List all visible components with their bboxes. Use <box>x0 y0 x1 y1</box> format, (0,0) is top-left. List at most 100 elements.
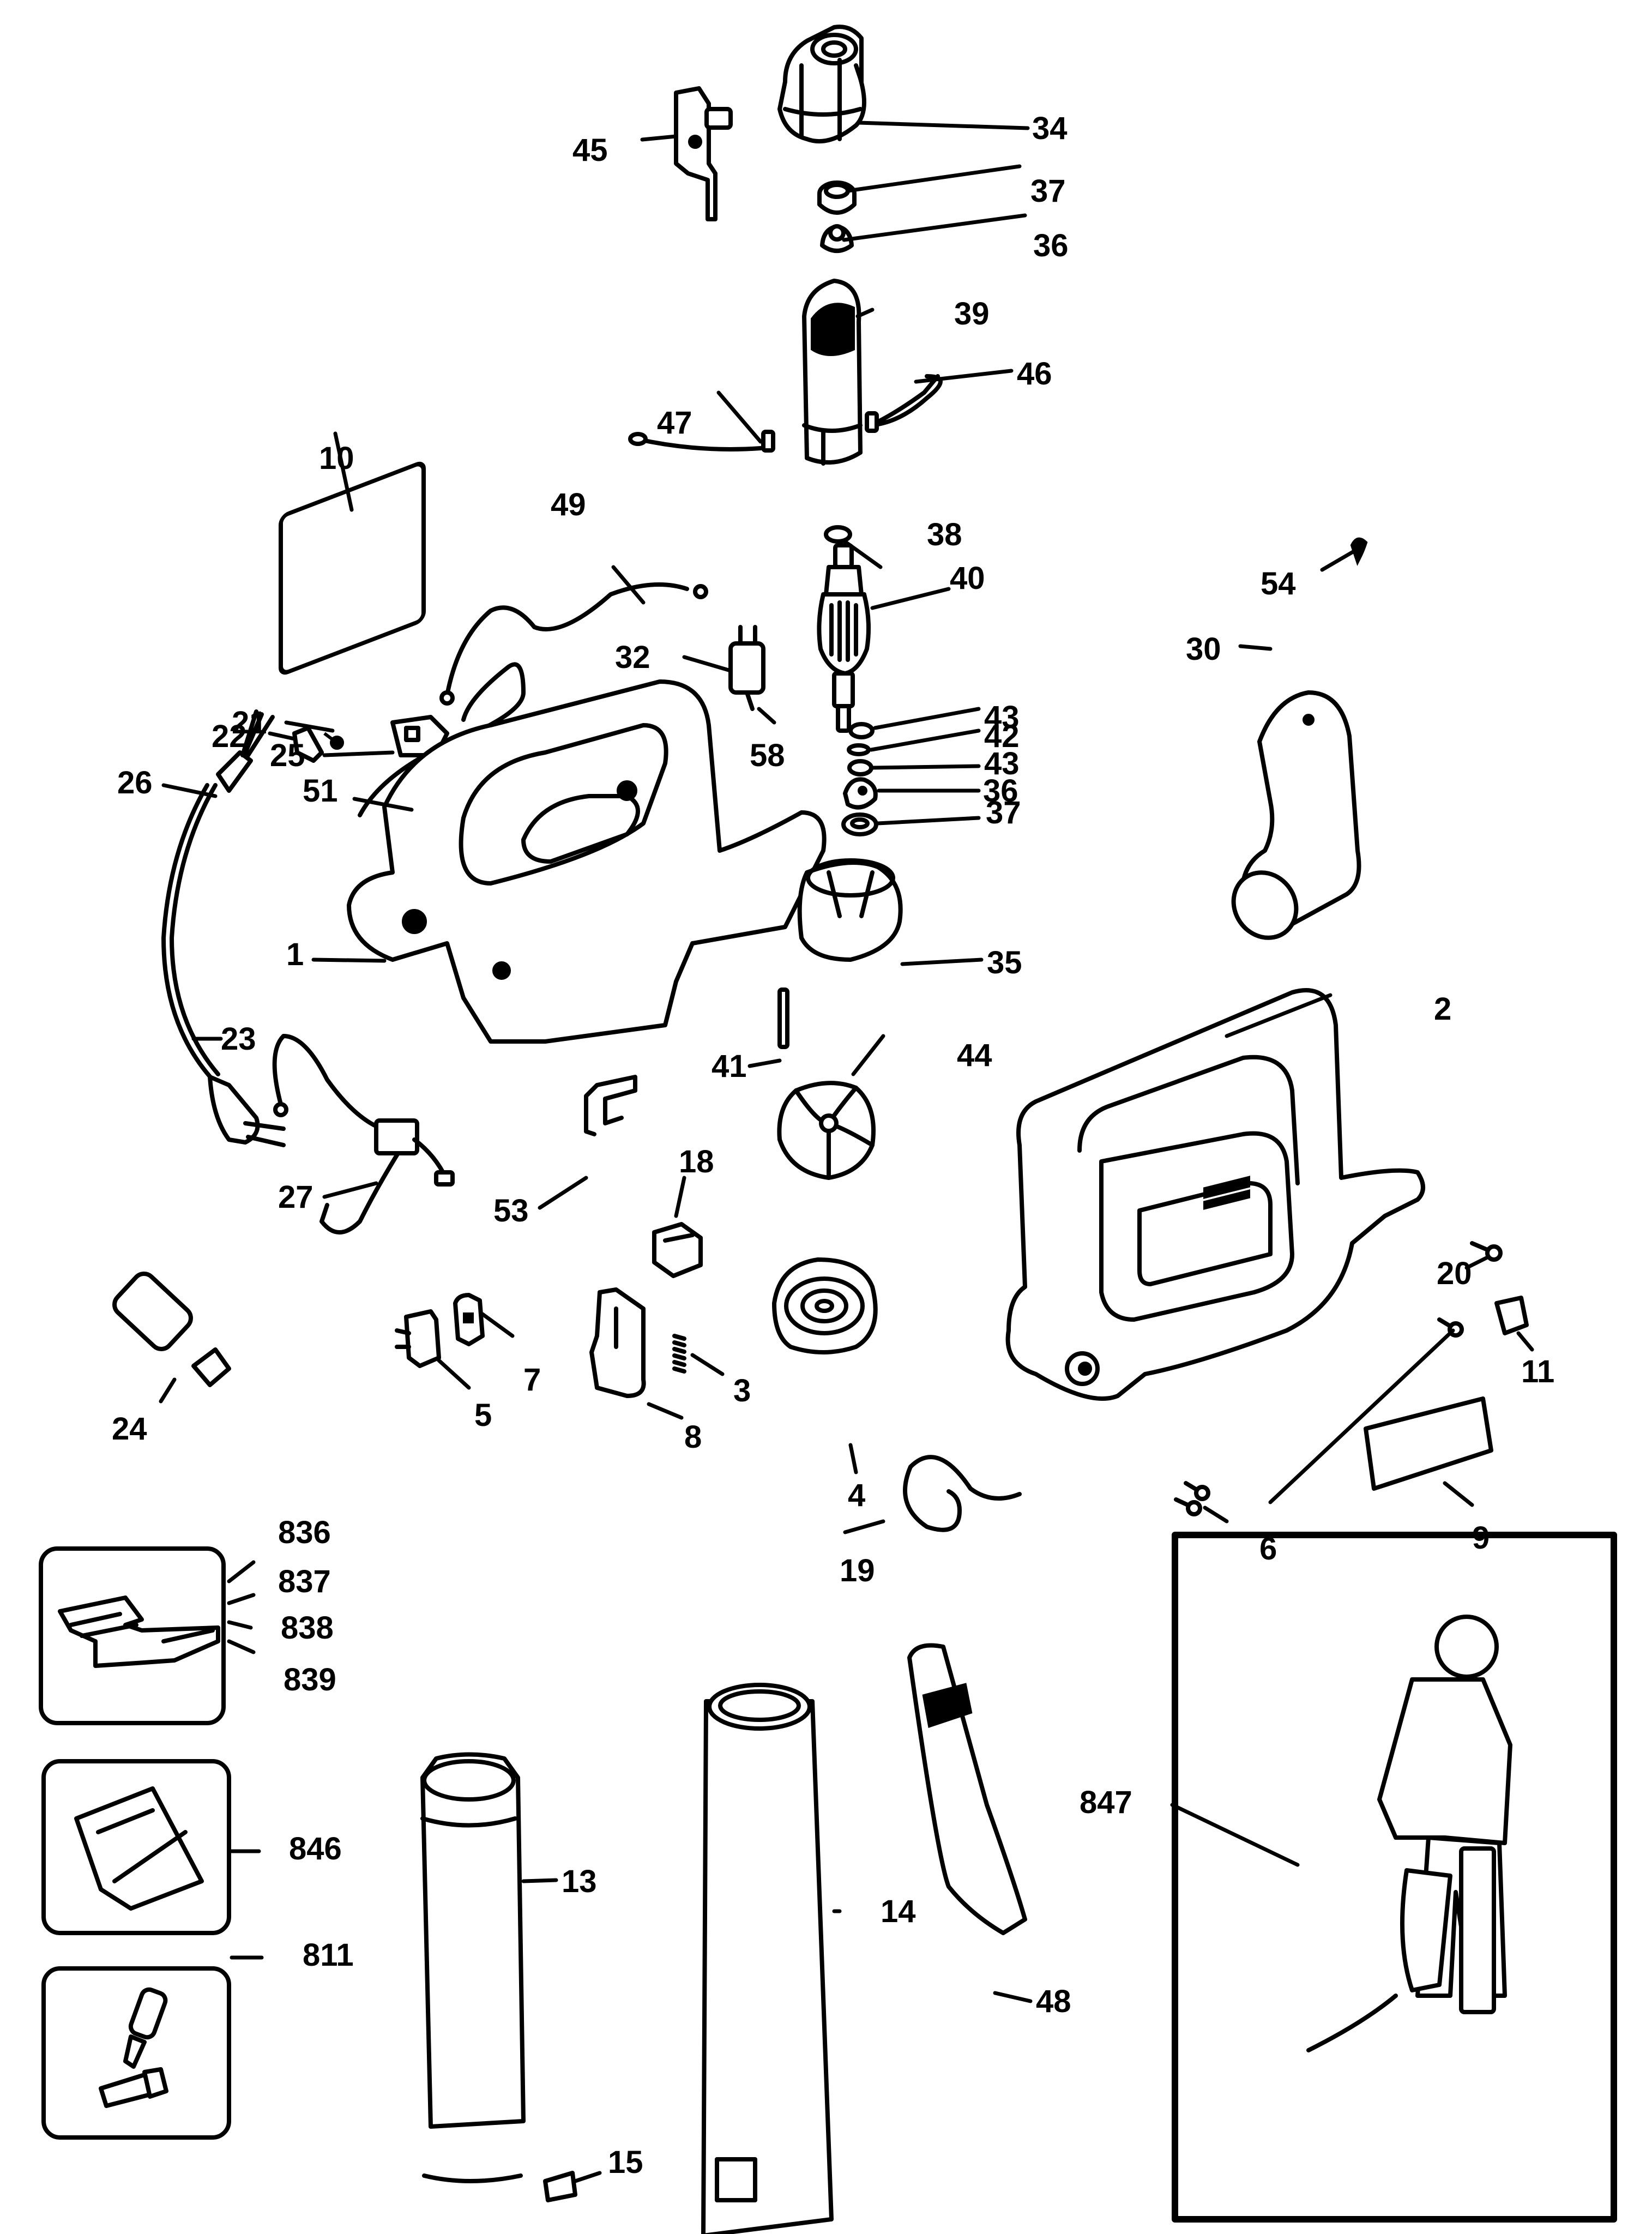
kit-box-836-839 <box>39 1546 226 1725</box>
part-bracket <box>584 1075 637 1136</box>
callout-37-top: 37 <box>1030 173 1066 209</box>
callout-30: 30 <box>1186 631 1221 667</box>
callout-49: 49 <box>551 487 586 522</box>
callout-36-top: 36 <box>1033 228 1069 263</box>
callout-58: 58 <box>750 738 785 773</box>
callout-34: 34 <box>1032 111 1068 146</box>
callout-51: 51 <box>303 773 338 809</box>
part-lead-wire-47 <box>628 430 775 453</box>
part-screw-41 <box>777 987 789 1049</box>
callout-37-bottom: 37 <box>986 795 1021 830</box>
part-label-11 <box>1494 1296 1529 1335</box>
callout-839: 839 <box>284 1662 336 1697</box>
callout-837: 837 <box>278 1564 331 1599</box>
part-switch-actuator <box>453 1293 485 1346</box>
part-lead-wire-49 <box>439 582 708 706</box>
callout-6: 6 <box>1259 1531 1277 1567</box>
part-field <box>802 279 863 466</box>
part-spring-3 <box>672 1334 686 1374</box>
part-lead-wire-46 <box>865 374 943 433</box>
part-cord-clamp <box>292 726 324 763</box>
part-washer-43-upper <box>848 722 875 739</box>
callout-labels: 45 34 37 36 3 9 46 4 7 10 49 38 40 54 30 3… <box>112 111 1554 2180</box>
callout-40: 40 <box>950 561 985 596</box>
part-interlock-switch <box>395 1309 441 1368</box>
callout-43-upper: 43 <box>984 700 1020 735</box>
part-inlet-cover <box>772 1257 878 1354</box>
callout-24: 24 <box>112 1411 147 1447</box>
callout-46: 46 <box>1017 356 1052 392</box>
part-spring-washer-42 <box>847 743 871 756</box>
callout-45: 45 <box>572 133 608 168</box>
callout-32: 32 <box>615 640 650 675</box>
part-cord-retainer <box>112 1272 231 1387</box>
callout-22: 22 <box>212 719 247 754</box>
callout-15: 15 <box>608 2145 643 2180</box>
part-motor-housing <box>797 858 903 962</box>
part-vacuum-tube-elbow <box>1231 690 1361 940</box>
callout-18: 18 <box>679 1144 714 1179</box>
callout-48: 48 <box>1036 1984 1071 2019</box>
callout-36-bottom: 36 <box>983 773 1018 809</box>
kit-box-846 <box>41 1759 231 1935</box>
part-cord-set <box>161 709 286 1147</box>
callout-10: 10 <box>319 441 354 476</box>
callout-7: 7 <box>523 1362 541 1398</box>
callout-846: 846 <box>289 1831 342 1866</box>
part-motor-end-cap <box>777 25 866 144</box>
callout-23: 23 <box>221 1021 256 1057</box>
callout-35: 35 <box>987 945 1022 980</box>
part-screws-6 <box>1174 1317 1464 1516</box>
part-switch-lead-assembly <box>272 1034 455 1235</box>
callout-9: 9 <box>1472 1520 1490 1556</box>
part-bearing-retainer-bottom <box>841 812 878 836</box>
callout-41: 41 <box>712 1049 747 1084</box>
part-blower-tube-14 <box>701 1683 834 2234</box>
callout-8: 8 <box>684 1419 702 1455</box>
callout-5: 5 <box>474 1398 492 1433</box>
callout-21: 21 <box>232 705 267 740</box>
part-housing-right <box>1005 988 1425 1401</box>
part-lead-wire-51 <box>358 662 526 817</box>
part-brush-holder <box>674 86 733 221</box>
callout-838: 838 <box>281 1610 334 1646</box>
callout-14: 14 <box>881 1894 916 1929</box>
part-washer-43-lower <box>847 759 873 776</box>
part-blower-tube-13 <box>420 1752 526 2183</box>
part-nameplate-9 <box>1364 1396 1493 1491</box>
callout-811: 811 <box>303 1937 354 1973</box>
callout-54: 54 <box>1261 566 1296 601</box>
callout-13: 13 <box>562 1864 597 1899</box>
part-spring-19 <box>903 1455 1022 1532</box>
callout-42: 42 <box>984 719 1020 754</box>
callout-38: 38 <box>927 517 962 552</box>
part-bearing-bottom <box>843 777 878 810</box>
callout-43-lower: 43 <box>984 746 1020 781</box>
kit-box-811 <box>41 1966 231 2140</box>
part-fan-impeller <box>777 1081 876 1180</box>
callout-847: 847 <box>1080 1785 1132 1820</box>
callout-4: 4 <box>848 1478 865 1513</box>
leader-lines <box>159 121 1534 2183</box>
illustration-frame-847 <box>1172 1532 1617 2223</box>
part-screw-20 <box>1470 1241 1503 1262</box>
part-screw-21 <box>323 732 344 750</box>
part-label-15 <box>543 2171 577 2202</box>
part-housing-left <box>347 679 827 1044</box>
callout-53: 53 <box>493 1193 529 1229</box>
callout-3: 3 <box>733 1373 751 1408</box>
callout-44: 44 <box>957 1038 992 1073</box>
callout-2: 2 <box>1434 991 1451 1027</box>
part-screw-54 <box>1350 537 1368 566</box>
callout-836: 836 <box>278 1515 331 1550</box>
part-label-plate-10 <box>279 461 426 675</box>
callout-19: 19 <box>840 1553 875 1588</box>
part-bearing-top <box>820 224 854 253</box>
part-armature <box>817 543 871 733</box>
callout-1: 1 <box>286 937 304 972</box>
part-capacitor <box>728 625 765 711</box>
part-bearing-retainer-top <box>817 180 857 215</box>
part-washer-38 <box>824 525 852 544</box>
part-gutter-nozzle <box>907 1643 1027 1935</box>
callout-26: 26 <box>117 765 153 800</box>
